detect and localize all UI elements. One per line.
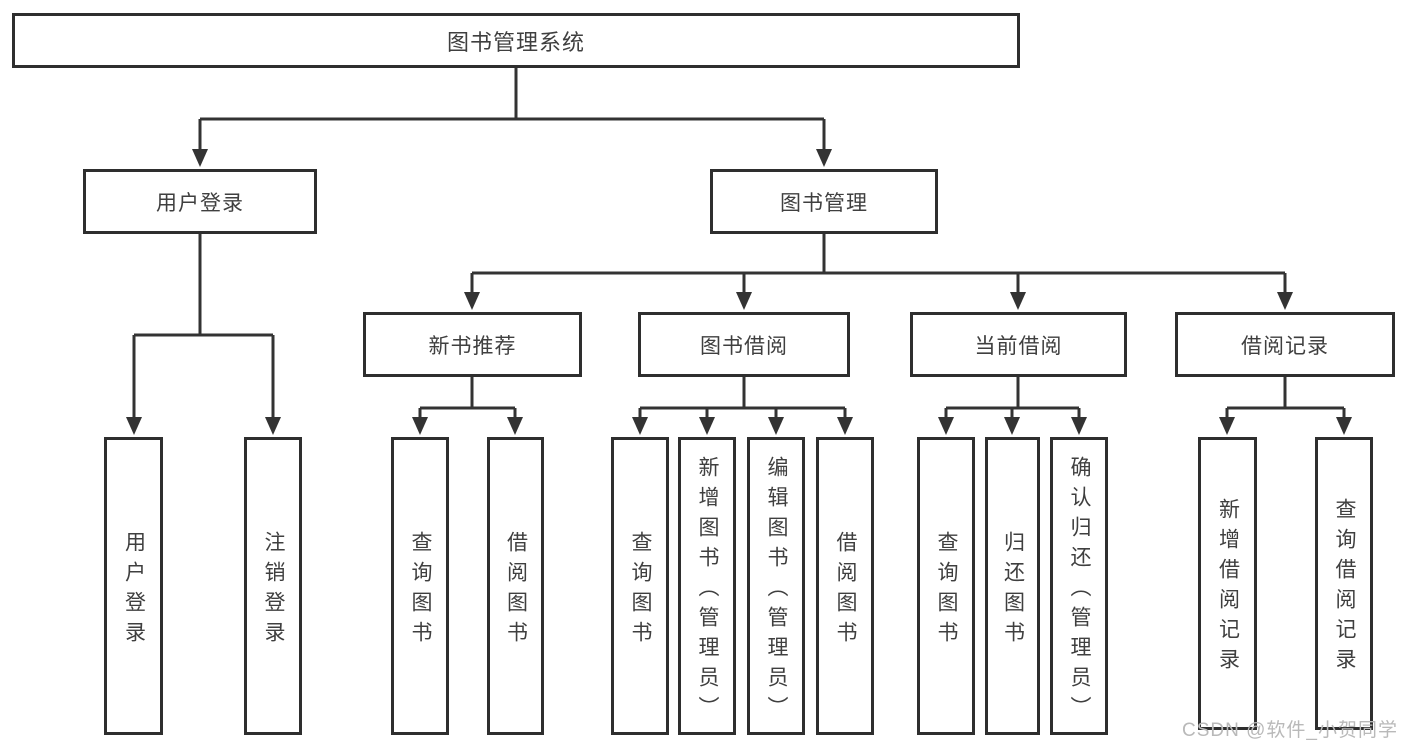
- leaf-query-book-current: 查询图书: [917, 437, 975, 735]
- node-label: 查询图书: [409, 530, 433, 651]
- node-label: 图书借阅: [700, 334, 788, 358]
- arrow-down-icon: [192, 149, 208, 167]
- node-label: 用户登录: [122, 530, 146, 651]
- arrow-down-icon: [412, 417, 428, 435]
- arrow-down-icon: [1336, 417, 1352, 435]
- arrow-down-icon: [507, 417, 523, 435]
- arrow-down-icon: [1004, 417, 1020, 435]
- node-label: 新书推荐: [428, 334, 517, 358]
- arrow-down-icon: [265, 417, 281, 435]
- leaf-query-borrow-record: 查询借阅记录: [1315, 437, 1373, 730]
- arrow-down-icon: [816, 149, 832, 167]
- leaf-confirm-return-admin: 确认归还（管理员）: [1050, 437, 1108, 735]
- arrow-down-icon: [632, 417, 648, 435]
- node-new-book-recommend: 新书推荐: [363, 312, 582, 377]
- node-label: 查询借阅记录: [1333, 498, 1357, 678]
- node-label: 当前借阅: [974, 334, 1063, 358]
- arrow-down-icon: [126, 417, 142, 435]
- arrow-down-icon: [938, 417, 954, 435]
- node-label: 新增借阅记录: [1216, 498, 1240, 678]
- leaf-logout: 注销登录: [244, 437, 302, 735]
- arrow-down-icon: [768, 417, 784, 435]
- arrow-down-icon: [699, 417, 715, 435]
- node-label: 图书管理系统: [446, 29, 585, 55]
- leaf-edit-book-admin: 编辑图书（管理员）: [747, 437, 805, 735]
- arrow-down-icon: [464, 292, 480, 310]
- leaf-return-book: 归还图书: [985, 437, 1040, 735]
- arrow-down-icon: [1277, 292, 1293, 310]
- leaf-add-book-admin: 新增图书（管理员）: [678, 437, 736, 735]
- node-label: 归还图书: [1001, 530, 1025, 651]
- leaf-borrow-book: 借阅图书: [816, 437, 874, 735]
- node-label: 确认归还（管理员）: [1068, 455, 1092, 726]
- node-label: 注销登录: [262, 530, 286, 651]
- leaf-borrow-book-recommend: 借阅图书: [487, 437, 544, 735]
- node-user-login-branch: 用户登录: [83, 169, 317, 234]
- node-label: 借阅图书: [504, 530, 528, 651]
- node-book-management-branch: 图书管理: [710, 169, 938, 234]
- csdn-watermark: CSDN @软件_小贺同学: [1182, 720, 1398, 741]
- node-label: 查询图书: [629, 530, 653, 651]
- node-root-system: 图书管理系统: [12, 13, 1020, 68]
- node-label: 图书管理: [780, 191, 868, 215]
- leaf-query-book-borrow: 查询图书: [611, 437, 669, 735]
- leaf-add-borrow-record: 新增借阅记录: [1198, 437, 1257, 730]
- arrow-down-icon: [837, 417, 853, 435]
- arrow-down-icon: [1010, 292, 1026, 310]
- arrow-down-icon: [1071, 417, 1087, 435]
- node-label: 编辑图书（管理员）: [765, 455, 789, 726]
- node-label: 借阅记录: [1241, 334, 1329, 358]
- node-label: 查询图书: [935, 530, 959, 651]
- arrow-down-icon: [736, 292, 752, 310]
- node-label: 借阅图书: [834, 530, 858, 651]
- node-label: 用户登录: [156, 191, 244, 215]
- node-borrow-record: 借阅记录: [1175, 312, 1395, 377]
- node-label: 新增图书（管理员）: [696, 455, 720, 726]
- node-current-borrow: 当前借阅: [910, 312, 1127, 377]
- node-book-borrow: 图书借阅: [638, 312, 850, 377]
- leaf-user-login: 用户登录: [104, 437, 163, 735]
- arrow-down-icon: [1219, 417, 1235, 435]
- leaf-query-book-recommend: 查询图书: [391, 437, 449, 735]
